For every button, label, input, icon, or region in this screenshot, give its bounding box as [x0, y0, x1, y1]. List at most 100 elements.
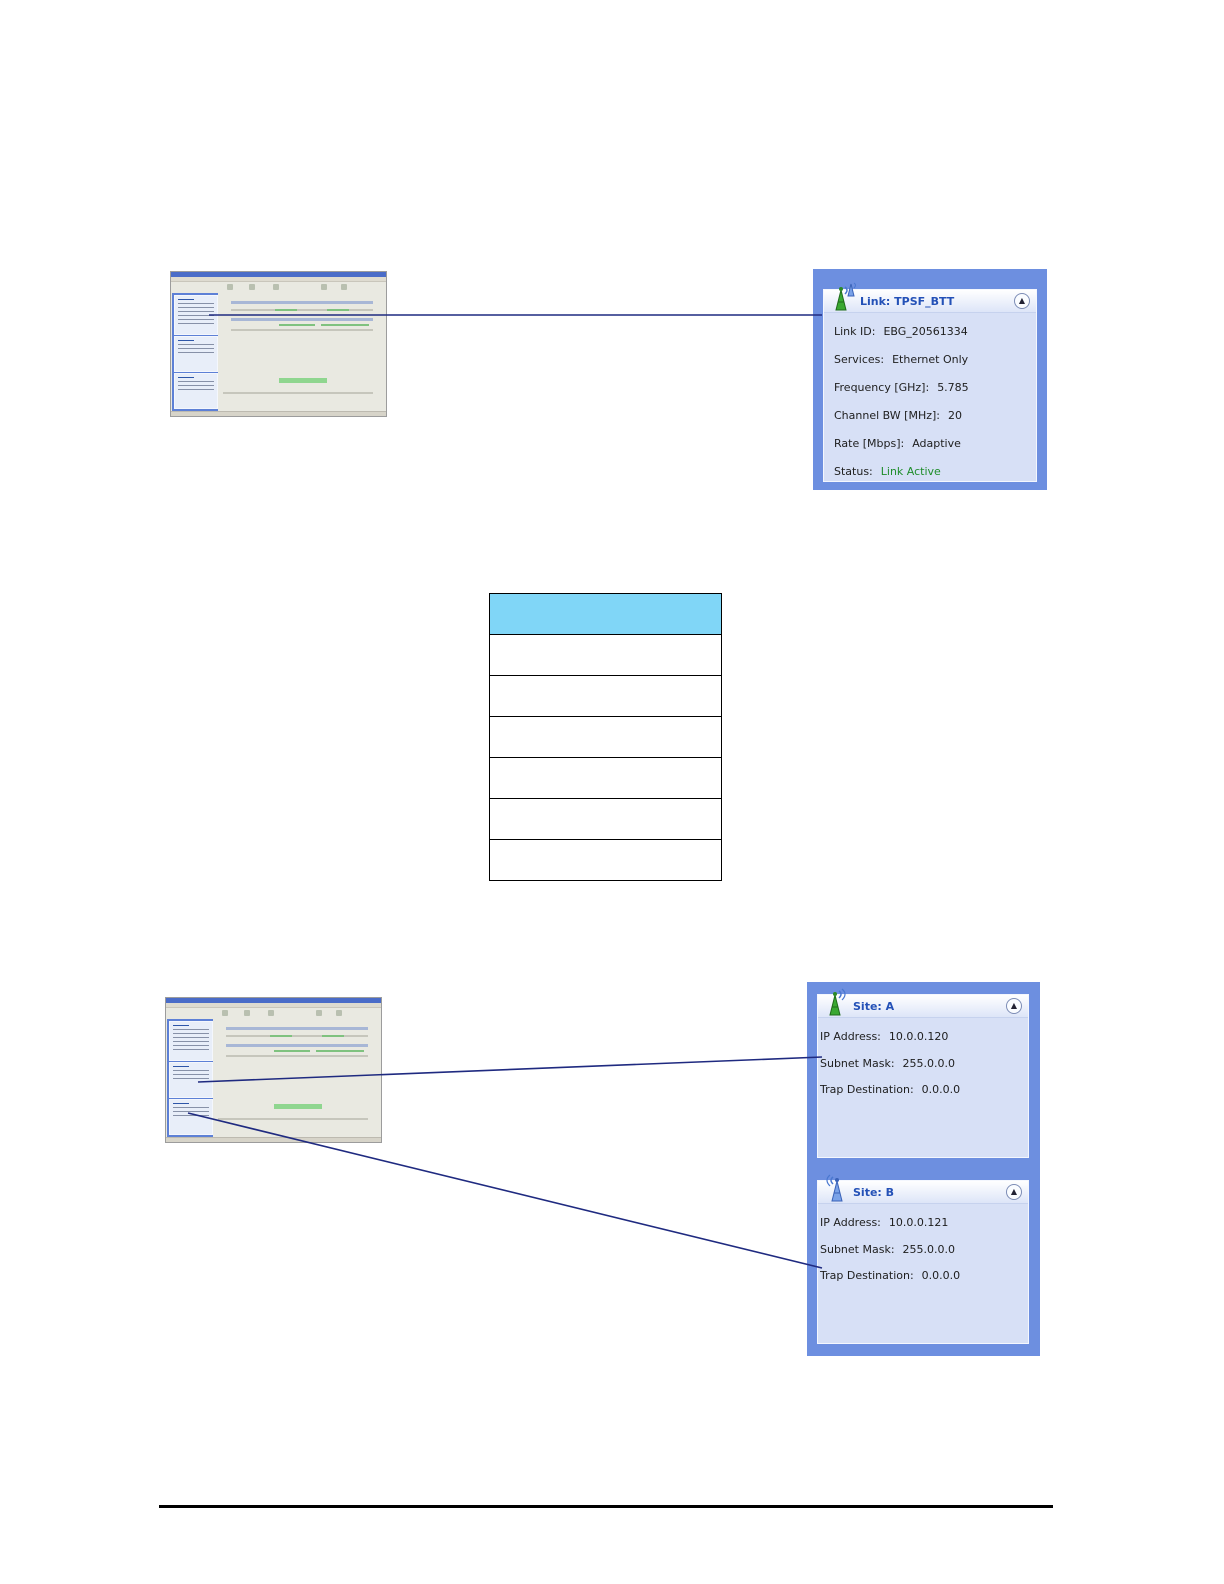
thumbnail-row [223, 392, 373, 394]
thumbnail-meter [275, 309, 297, 311]
thumbnail-section-bar [231, 301, 373, 304]
trap-destination-label: Trap Destination: [820, 1269, 914, 1282]
thumbnail-title-bar [171, 272, 386, 277]
site-a-header: Site: A ▲ [818, 988, 1028, 1018]
chevron-double-up-icon: ▲ [1010, 1187, 1018, 1196]
toolbar-icon [321, 284, 327, 290]
ip-address-value: 10.0.0.121 [888, 1216, 949, 1229]
site-b-title: Site: B [853, 1186, 895, 1199]
services-label: Services: [834, 353, 885, 366]
channel-bw-value: 20 [948, 409, 963, 422]
subnet-mask-value: 255.0.0.0 [902, 1057, 956, 1070]
channel-bw-row: Channel BW [MHz]: 20 [834, 409, 962, 422]
rate-value: Adaptive [912, 437, 961, 450]
trap-destination-value: 0.0.0.0 [921, 1083, 961, 1096]
site-b-callout-line [187, 1112, 823, 1269]
thumbnail-meter [270, 1035, 292, 1037]
site-b-card: Site: B ▲ IP Address: 10.0.0.121 Subnet M… [817, 1174, 1029, 1344]
toolbar-icon [316, 1010, 322, 1016]
thumbnail-site-b-card [174, 373, 218, 409]
thumbnail-green-button [279, 378, 327, 383]
toolbar-icon [268, 1010, 274, 1016]
site-a-trap-row: Trap Destination: 0.0.0.0 [820, 1083, 960, 1096]
toolbar-icon [249, 284, 255, 290]
collapse-button[interactable]: ▲ [1014, 293, 1030, 309]
trap-destination-label: Trap Destination: [820, 1083, 914, 1096]
antenna-icon [826, 1174, 843, 1202]
table-header-row [489, 593, 722, 635]
status-row: Status:Link Active [834, 465, 941, 478]
table-cell [489, 839, 722, 881]
site-a-card: Site: A ▲ IP Address: 10.0.0.120 Subnet M… [817, 988, 1029, 1158]
ip-address-label: IP Address: [820, 1216, 881, 1229]
site-a-ip-row: IP Address: 10.0.0.120 [820, 1030, 948, 1043]
site-b-trap-row: Trap Destination: 0.0.0.0 [820, 1269, 960, 1282]
collapse-button[interactable]: ▲ [1006, 998, 1022, 1014]
status-value: Link Active [880, 465, 941, 478]
frequency-label: Frequency [GHz]: [834, 381, 930, 394]
subnet-mask-label: Subnet Mask: [820, 1243, 895, 1256]
footer-rule [159, 1505, 1053, 1508]
thumbnail-row [218, 1118, 368, 1120]
link-card: Link: TPSF_BTT ▲ Link ID:EBG_20561334 Se… [823, 282, 1037, 482]
thumbnail-row [226, 1035, 368, 1037]
thumbnail-section-bar [231, 318, 373, 321]
toolbar-icon [222, 1010, 228, 1016]
thumbnail-link-card [169, 1021, 213, 1061]
thumbnail-title-bar [166, 998, 381, 1003]
subnet-mask-label: Subnet Mask: [820, 1057, 895, 1070]
table-header-cell [489, 593, 722, 635]
toolbar-icon [244, 1010, 250, 1016]
link-title: Link: TPSF_BTT [860, 295, 955, 308]
services-value: Ethernet Only [892, 353, 969, 366]
rate-row: Rate [Mbps]: Adaptive [834, 437, 961, 450]
table-row [489, 839, 722, 881]
link-info-panel: Link: TPSF_BTT ▲ Link ID:EBG_20561334 Se… [813, 269, 1047, 490]
frequency-row: Frequency [GHz]:5.785 [834, 381, 969, 394]
thumbnail-meter [322, 1035, 344, 1037]
toolbar-icon [273, 284, 279, 290]
thumbnail-row [226, 1055, 368, 1057]
thumbnail-status-bar [171, 411, 386, 416]
rate-label: Rate [Mbps]: [834, 437, 905, 450]
thumbnail-green-button [274, 1104, 322, 1109]
toolbar-icon [341, 284, 347, 290]
thumbnail-menu-bar [166, 1003, 381, 1008]
sites-info-panel: Site: A ▲ IP Address: 10.0.0.120 Subnet M… [807, 982, 1040, 1356]
site-a-title: Site: A [853, 1000, 895, 1013]
link-id-row: Link ID:EBG_20561334 [834, 325, 968, 338]
manager-window-thumbnail-2 [165, 997, 382, 1143]
thumbnail-status-bar [166, 1137, 381, 1142]
thumbnail-site-a-card [174, 336, 218, 372]
thumbnail-row [231, 309, 373, 311]
toolbar-icon [336, 1010, 342, 1016]
link-id-value: EBG_20561334 [883, 325, 968, 338]
collapse-button[interactable]: ▲ [1006, 1184, 1022, 1200]
site-a-callout-line [197, 1056, 823, 1083]
chevron-double-up-icon: ▲ [1018, 296, 1026, 305]
thumbnail-meter [321, 324, 369, 326]
site-b-subnet-row: Subnet Mask: 255.0.0.0 [820, 1243, 955, 1256]
ip-address-value: 10.0.0.120 [888, 1030, 949, 1043]
thumbnail-meter [316, 1050, 364, 1052]
thumbnail-section-bar [226, 1044, 368, 1047]
antenna-icon [835, 282, 856, 311]
thumbnail-row [231, 329, 373, 331]
thumbnail-meter [327, 309, 349, 311]
site-a-subnet-row: Subnet Mask: 255.0.0.0 [820, 1057, 955, 1070]
thumbnail-menu-bar [171, 277, 386, 282]
site-b-ip-row: IP Address: 10.0.0.121 [820, 1216, 948, 1229]
channel-bw-label: Channel BW [MHz]: [834, 409, 941, 422]
ip-address-label: IP Address: [820, 1030, 881, 1043]
link-card-header: Link: TPSF_BTT ▲ [824, 282, 1036, 313]
trap-destination-value: 0.0.0.0 [921, 1269, 961, 1282]
antenna-icon [829, 988, 846, 1016]
thumbnail-meter [274, 1050, 310, 1052]
site-b-header: Site: B ▲ [818, 1174, 1028, 1204]
thumbnail-meter [279, 324, 315, 326]
thumbnail-site-a-card [169, 1062, 213, 1098]
toolbar-icon [227, 284, 233, 290]
empty-table [489, 593, 722, 881]
chevron-double-up-icon: ▲ [1010, 1001, 1018, 1010]
subnet-mask-value: 255.0.0.0 [902, 1243, 956, 1256]
